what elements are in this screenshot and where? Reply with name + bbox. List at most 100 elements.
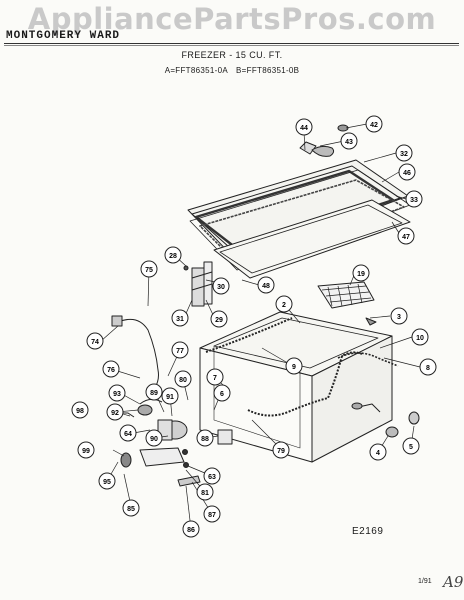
callout-47: 47 bbox=[397, 227, 415, 245]
svg-text:88: 88 bbox=[201, 436, 209, 443]
callout-32: 32 bbox=[395, 144, 413, 162]
svg-text:44: 44 bbox=[300, 125, 308, 132]
lid-switch-parts bbox=[299, 124, 349, 157]
svg-text:92: 92 bbox=[111, 410, 119, 417]
callout-93: 93 bbox=[108, 384, 126, 402]
callout-92: 92 bbox=[106, 403, 124, 421]
callout-30: 30 bbox=[212, 277, 230, 295]
header-rule-secondary bbox=[4, 45, 459, 46]
callout-46: 46 bbox=[398, 163, 416, 181]
svg-text:80: 80 bbox=[179, 377, 187, 384]
svg-text:75: 75 bbox=[145, 267, 153, 274]
svg-text:8: 8 bbox=[426, 365, 430, 372]
svg-text:43: 43 bbox=[345, 139, 353, 146]
svg-text:29: 29 bbox=[215, 317, 223, 324]
svg-text:76: 76 bbox=[107, 367, 115, 374]
svg-text:28: 28 bbox=[169, 253, 177, 260]
svg-text:85: 85 bbox=[127, 506, 135, 513]
svg-text:4: 4 bbox=[376, 450, 380, 457]
compressor-area bbox=[110, 398, 233, 487]
svg-text:74: 74 bbox=[91, 339, 99, 346]
handwritten-mark: A9 bbox=[443, 573, 464, 591]
callout-63: 63 bbox=[203, 467, 221, 485]
svg-text:98: 98 bbox=[76, 408, 84, 415]
svg-text:5: 5 bbox=[409, 444, 413, 451]
callout-99: 99 bbox=[77, 441, 95, 459]
callout-79: 79 bbox=[272, 441, 290, 459]
callout-85: 85 bbox=[122, 499, 140, 517]
callout-88: 88 bbox=[196, 429, 214, 447]
svg-text:77: 77 bbox=[176, 348, 184, 355]
callout-31: 31 bbox=[171, 309, 189, 327]
page-number: 1/91 bbox=[418, 578, 432, 585]
svg-text:46: 46 bbox=[403, 170, 411, 177]
svg-text:31: 31 bbox=[176, 316, 184, 323]
diagram-title: FREEZER - 15 CU. FT. bbox=[181, 50, 283, 60]
svg-text:48: 48 bbox=[262, 283, 270, 290]
svg-text:3: 3 bbox=[397, 314, 401, 321]
svg-text:86: 86 bbox=[187, 527, 195, 534]
svg-text:81: 81 bbox=[201, 490, 209, 497]
callout-9: 9 bbox=[285, 357, 303, 375]
callout-10: 10 bbox=[411, 328, 429, 346]
svg-text:30: 30 bbox=[217, 284, 225, 291]
power-cord bbox=[111, 315, 159, 391]
freezer-cabinet bbox=[199, 311, 399, 463]
callout-28: 28 bbox=[164, 246, 182, 264]
svg-text:93: 93 bbox=[113, 391, 121, 398]
callout-95: 95 bbox=[98, 472, 116, 490]
callout-8: 8 bbox=[419, 358, 437, 376]
svg-text:91: 91 bbox=[166, 394, 174, 401]
callout-42: 42 bbox=[365, 115, 383, 133]
callout-44: 44 bbox=[295, 118, 313, 136]
callout-76: 76 bbox=[102, 360, 120, 378]
svg-text:89: 89 bbox=[150, 390, 158, 397]
callout-2: 2 bbox=[275, 295, 293, 313]
callout-43: 43 bbox=[340, 132, 358, 150]
callout-77: 77 bbox=[171, 341, 189, 359]
brand-name: MONTGOMERY WARD bbox=[6, 30, 121, 42]
svg-text:7: 7 bbox=[213, 375, 217, 382]
callout-labels: 44 43 42 32 46 33 47 19 3 10 8 2 9 28 75… bbox=[71, 115, 437, 538]
svg-text:95: 95 bbox=[103, 479, 111, 486]
svg-text:10: 10 bbox=[416, 335, 424, 342]
svg-text:32: 32 bbox=[400, 151, 408, 158]
svg-text:99: 99 bbox=[82, 448, 90, 455]
callout-33: 33 bbox=[405, 190, 423, 208]
callout-91: 91 bbox=[161, 387, 179, 405]
callout-74: 74 bbox=[86, 332, 104, 350]
drain-and-feet bbox=[351, 317, 420, 438]
callout-75: 75 bbox=[140, 260, 158, 278]
callout-29: 29 bbox=[210, 310, 228, 328]
callout-3: 3 bbox=[390, 307, 408, 325]
header-rule bbox=[4, 43, 459, 44]
callout-4: 4 bbox=[369, 443, 387, 461]
svg-text:42: 42 bbox=[370, 122, 378, 129]
diagram-code: E2169 bbox=[352, 526, 384, 537]
storage-basket bbox=[317, 281, 375, 309]
svg-text:87: 87 bbox=[208, 512, 216, 519]
callout-6: 6 bbox=[213, 384, 231, 402]
svg-text:47: 47 bbox=[402, 234, 410, 241]
watermark: AppliancePartsPros.com bbox=[27, 2, 437, 36]
svg-text:2: 2 bbox=[282, 302, 286, 309]
lid-assembly bbox=[187, 159, 411, 279]
callout-80: 80 bbox=[174, 370, 192, 388]
callout-90: 90 bbox=[145, 429, 163, 447]
svg-text:64: 64 bbox=[124, 431, 132, 438]
callout-48: 48 bbox=[257, 276, 275, 294]
svg-text:6: 6 bbox=[220, 391, 224, 398]
model-numbers: A=FFT86351-0A B=FFT86351-0B bbox=[164, 66, 300, 75]
callout-81: 81 bbox=[196, 483, 214, 501]
callout-7: 7 bbox=[206, 368, 224, 386]
callout-89: 89 bbox=[145, 383, 163, 401]
callout-86: 86 bbox=[182, 520, 200, 538]
svg-text:9: 9 bbox=[292, 364, 296, 371]
svg-text:90: 90 bbox=[150, 436, 158, 443]
svg-text:33: 33 bbox=[410, 197, 418, 204]
callout-87: 87 bbox=[203, 505, 221, 523]
callout-64: 64 bbox=[119, 424, 137, 442]
callout-5: 5 bbox=[402, 437, 420, 455]
